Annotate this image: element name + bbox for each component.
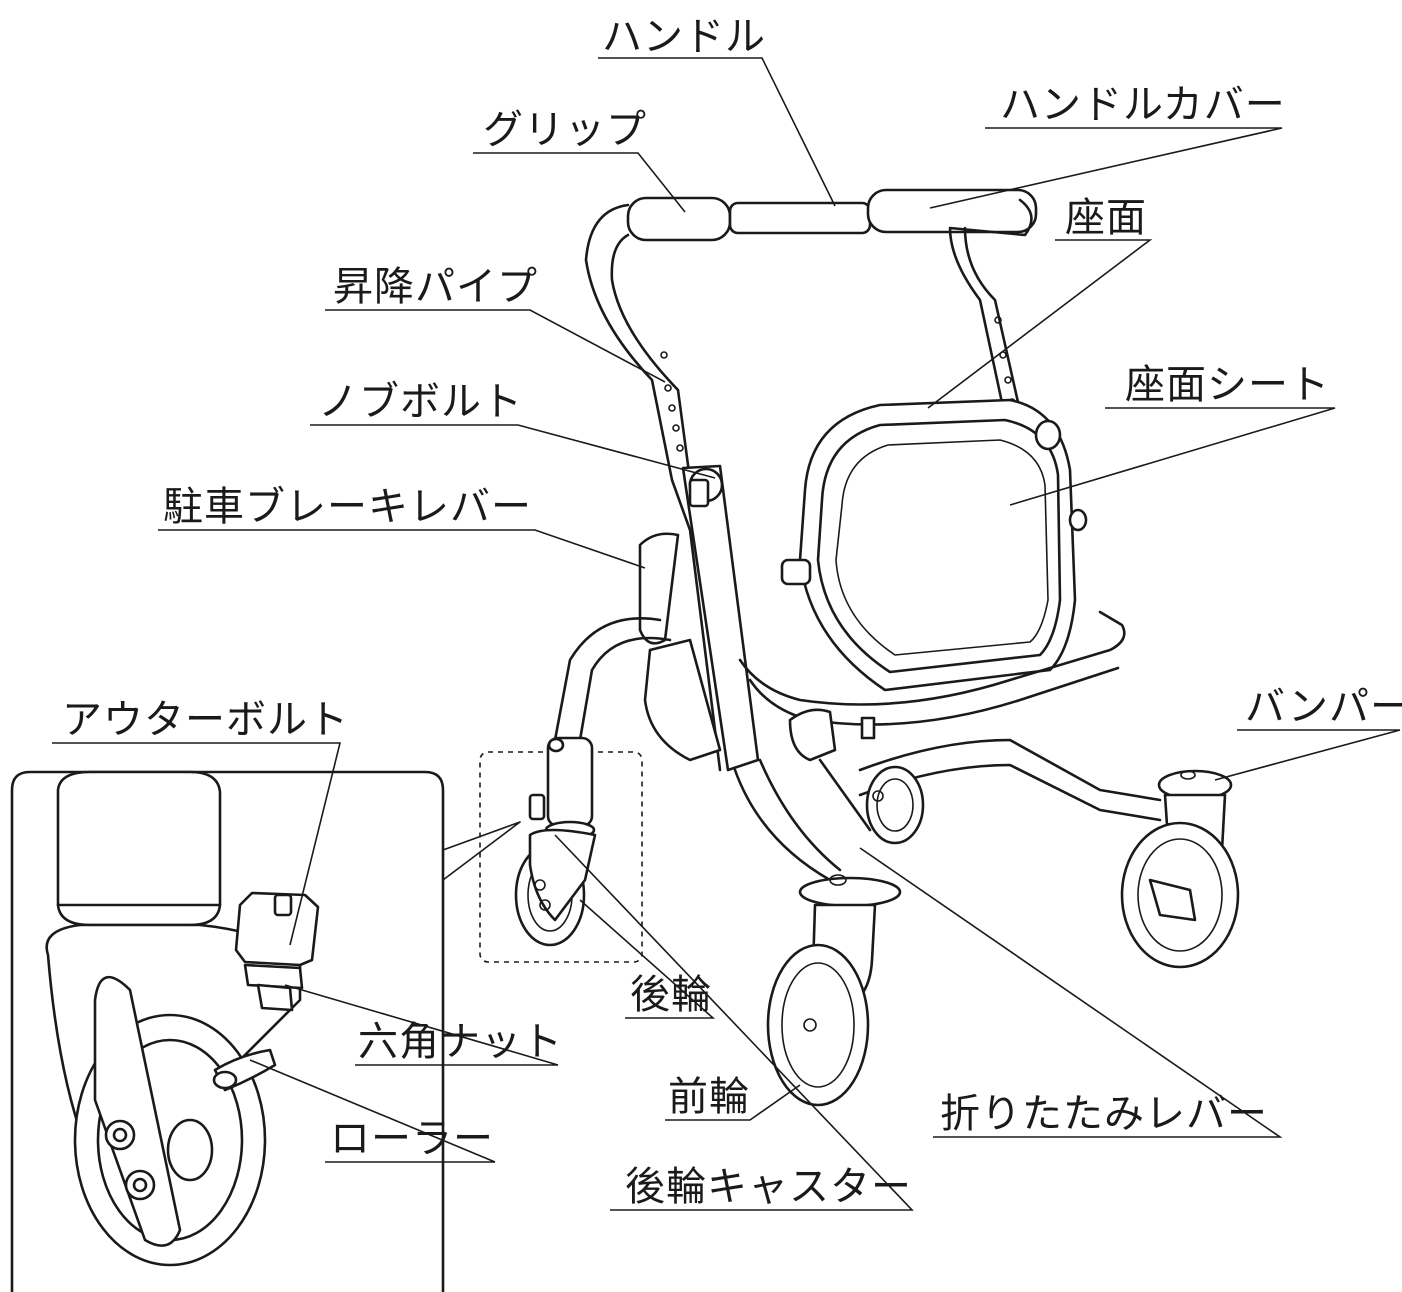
label-rear-wheel: 後輪 (630, 972, 712, 1018)
label-knob-bolt: ノブボルト (318, 379, 523, 425)
label-roller: ローラー (330, 1116, 494, 1162)
caster-detail-inset (10, 770, 521, 1292)
label-bumper: バンパー (1245, 684, 1402, 730)
label-handle-cover: ハンドルカバー (1000, 82, 1286, 128)
label-hex-nut: 六角ナット (358, 1019, 563, 1065)
handle-cover-shape (866, 188, 1038, 234)
label-seat-sheet: 座面シート (1125, 362, 1330, 408)
leader-lines (52, 57, 1401, 1211)
label-rear-caster: 後輪キャスター (625, 1164, 912, 1210)
label-folding-lever: 折りたたみレバー (940, 1091, 1268, 1137)
label-handle: ハンドル (602, 14, 766, 60)
walker-frame (514, 188, 1240, 1107)
label-seat: 座面 (1065, 195, 1147, 241)
label-grip: グリップ (483, 107, 647, 153)
label-front-wheel: 前輪 (668, 1074, 750, 1120)
label-outer-bolt: アウターボルト (62, 697, 349, 743)
part-labels: ハンドル ハンドルカバー グリップ 座面 昇降パイプ 座面シート ノブボルト 駐… (62, 14, 1402, 1210)
label-lift-pipe: 昇降パイプ (333, 264, 538, 310)
label-parking-brake-lever: 駐車ブレーキレバー (163, 484, 532, 530)
handle-shape (728, 201, 872, 235)
